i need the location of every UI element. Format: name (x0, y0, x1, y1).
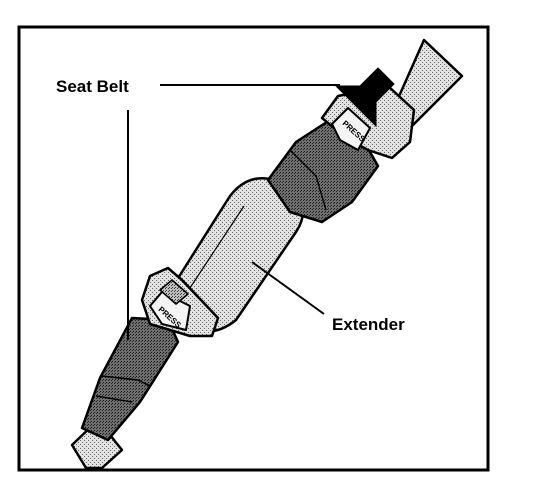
seat-belt-label: Seat Belt (56, 77, 129, 96)
lower-housing-seam (101, 375, 151, 387)
down-left-arrow-icon (334, 67, 395, 128)
lower-latch-slot (159, 279, 189, 305)
belt-assembly (70, 38, 464, 470)
upper-latch-button (331, 107, 371, 151)
upper-housing-seam (289, 149, 327, 211)
extender-label: Extender (332, 315, 405, 334)
lower-housing-seam-2 (95, 395, 133, 403)
extender-leader (251, 261, 325, 315)
extender-pad-edge (181, 205, 245, 301)
